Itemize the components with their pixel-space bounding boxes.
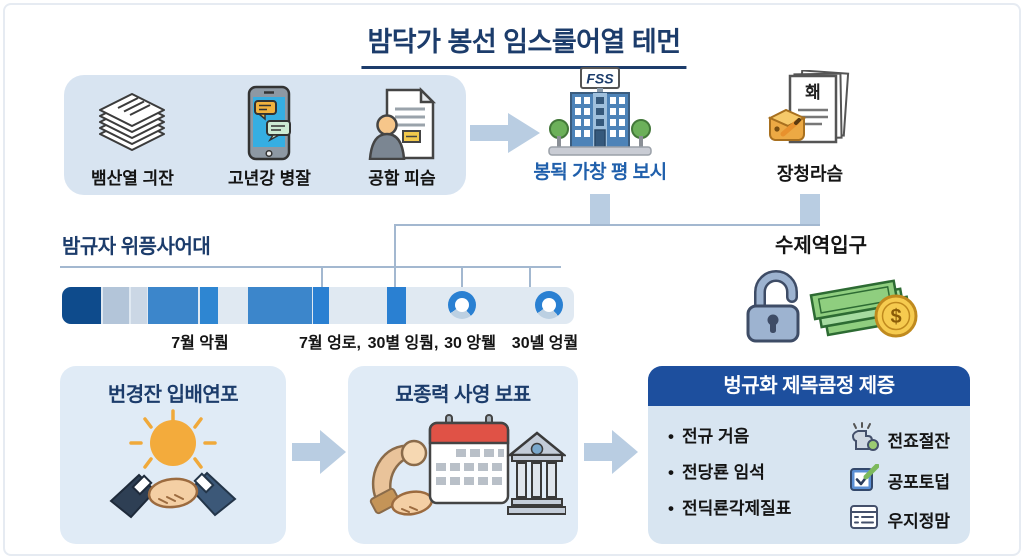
feature-label: 우지정맘 xyxy=(887,512,950,531)
connector-bar-fss xyxy=(590,194,610,226)
bullet-item: 전당룐 임석 xyxy=(668,458,791,483)
process-step3-header: 벙규화 제목콤정 제증 xyxy=(648,366,970,406)
feature-item: 우지정맘 xyxy=(849,504,950,535)
connector-bar-report xyxy=(800,194,820,226)
timeline-tick xyxy=(529,267,531,287)
right-arrow-icon xyxy=(584,430,638,479)
source-item-person-report: 공함 피슴 xyxy=(365,85,439,189)
coin-symbol: $ xyxy=(890,306,901,328)
timeline-tick xyxy=(461,267,463,287)
timeline-segment xyxy=(131,287,147,324)
report-page-char: 홰 xyxy=(805,83,821,102)
feature-label: 전죠절잔 xyxy=(887,432,950,451)
timeline-segment xyxy=(248,287,312,324)
sun-handshake-icon xyxy=(93,409,253,529)
process-step3-body: 전규 거음 전당룐 임석 전딕룐각제질표 전죠절잔 xyxy=(648,406,970,543)
timeline-heading: 밤규자 위픙사어대 xyxy=(62,236,211,258)
person-calendar-bank-icon xyxy=(360,414,568,527)
milestone-label: 7월 악뤔 xyxy=(171,335,229,352)
step3-bullet-list: 전규 거음 전당룐 임석 전딕룐각제질표 xyxy=(668,422,791,535)
person-document-icon xyxy=(365,85,439,161)
stamp-sparkle-icon xyxy=(849,422,880,457)
paper-stack-icon xyxy=(92,85,172,161)
fss-building-icon: FSS xyxy=(540,66,660,163)
milestone-label: 7월 엉로, xyxy=(299,335,361,352)
page-title: 밤닥가 봉선 임스룰어열 테먼 xyxy=(361,20,687,69)
feature-label: 공포토덥 xyxy=(887,473,950,492)
feature-item: 공포토덥 xyxy=(849,463,950,497)
list-document-icon xyxy=(849,504,879,535)
release-label: 수제역입구 xyxy=(775,235,867,257)
timeline-segment xyxy=(148,287,198,324)
right-arrow-icon xyxy=(470,113,540,158)
timeline-segment xyxy=(62,287,101,324)
source-label: 공함 피슴 xyxy=(368,169,436,188)
connector-line-vertical xyxy=(394,224,396,268)
milestone-label: 30 앙뒐 xyxy=(444,335,496,352)
timeline-heading-rule xyxy=(60,266,561,268)
source-label: 고년강 병잘 xyxy=(227,169,311,188)
fss-label: 봉됙 가창 평 보시 xyxy=(533,162,667,183)
stamped-documents-icon: 홰 xyxy=(762,69,858,163)
smartphone-chat-icon xyxy=(237,85,301,161)
timeline-tick xyxy=(394,267,396,287)
timeline-segment xyxy=(103,287,129,324)
process-step2-title: 묘종력 사영 보표 xyxy=(395,384,531,406)
fss-sign-text: FSS xyxy=(586,71,614,87)
donut-marker-icon xyxy=(535,291,563,319)
timeline-segment xyxy=(200,287,218,324)
source-item-phone: 고년강 병잘 xyxy=(228,85,311,189)
sources-panel: 뱀산열 긔잔 고년강 병잘 xyxy=(64,75,466,195)
milestone-label: 30별 잉뤔, xyxy=(367,335,439,352)
feature-item: 전죠절잔 xyxy=(849,422,950,457)
timeline-segment xyxy=(387,287,406,324)
process-step2-box: 묘종력 사영 보표 xyxy=(348,366,578,544)
report-label: 장청라슴 xyxy=(776,164,844,184)
open-padlock-icon xyxy=(740,264,816,349)
process-step1-title: 번경잔 입배연포 xyxy=(107,384,239,406)
timeline-bar xyxy=(62,287,574,324)
process-step3-box: 벙규화 제목콤정 제증 전규 거음 전당룐 임석 전딕룐각제질표 xyxy=(648,366,970,544)
timeline-segment xyxy=(313,287,329,324)
timeline-tick xyxy=(321,267,323,287)
step3-feature-list: 전죠절잔 공포토덥 xyxy=(849,422,950,535)
bullet-item: 전딕룐각제질표 xyxy=(668,494,791,519)
process-step1-box: 번경잔 입배연포 xyxy=(60,366,286,544)
bullet-item: 전규 거음 xyxy=(668,422,791,447)
money-icon: $ xyxy=(808,272,932,349)
source-item-documents: 뱀산열 긔잔 xyxy=(91,85,174,189)
source-label: 뱀산열 긔잔 xyxy=(91,169,174,188)
donut-marker-icon xyxy=(448,291,476,319)
right-arrow-icon xyxy=(292,430,346,479)
checkbox-pencil-icon xyxy=(849,463,880,497)
milestone-label: 30녤 엉퀄 xyxy=(511,335,579,352)
connector-line-horizontal xyxy=(394,224,820,226)
